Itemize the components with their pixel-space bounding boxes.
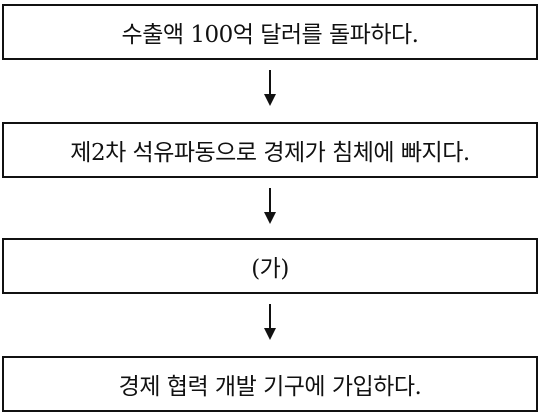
step-box-4: 경제 협력 개발 기구에 가입하다. (2, 356, 538, 412)
step-text-2: 제2차 석유파동으로 경제가 침체에 빠지다. (70, 140, 470, 166)
step-box-1: 수출액 100억 달러를 돌파하다. (2, 4, 538, 60)
step-text-1: 수출액 100억 달러를 돌파하다. (121, 22, 419, 48)
down-arrow-icon (260, 302, 280, 342)
step-text-3: (가) (251, 256, 289, 282)
step-box-3: (가) (2, 238, 538, 294)
down-arrow-icon (260, 186, 280, 226)
down-arrow-icon (260, 68, 280, 108)
step-text-4: 경제 협력 개발 기구에 가입하다. (118, 374, 422, 400)
step-box-2: 제2차 석유파동으로 경제가 침체에 빠지다. (2, 122, 538, 178)
